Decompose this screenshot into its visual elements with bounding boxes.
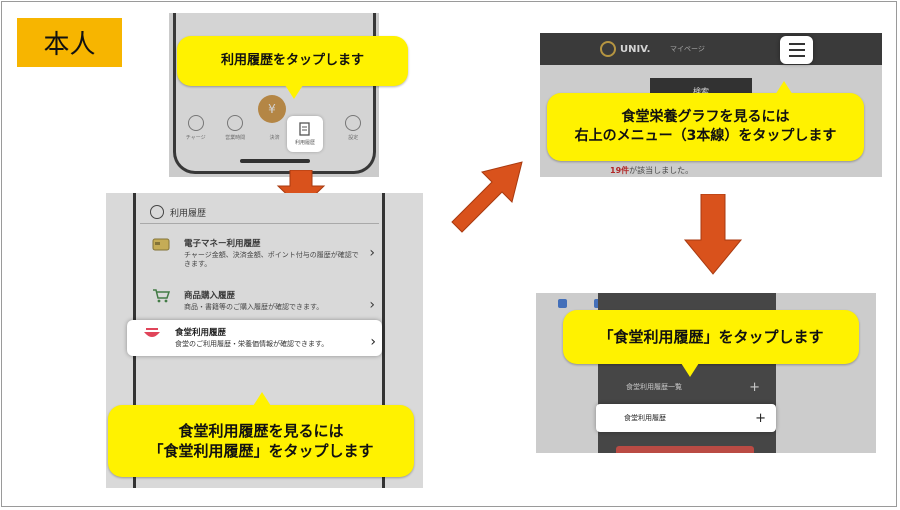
menu-item-label: 食堂利用履歴一覧 [626,383,682,391]
row-purchase-history[interactable]: 商品購入履歴商品・書籍等のご購入履歴が確認できます。 › [142,289,375,313]
callout-tail [681,363,699,377]
history-clock-icon [150,205,164,219]
row-desc: チャージ金額、決済金額、ポイント付与の履歴が確認できます。 [184,251,359,269]
arrow-down-icon [683,194,743,275]
checkbox-icon[interactable] [558,299,567,308]
row-title: 電子マネー利用履歴 [184,239,261,249]
arrow-up-right-icon [451,161,523,233]
menu-item-cafeteria-history[interactable]: 食堂利用履歴 + [596,404,776,432]
callout-text: 食堂利用履歴を見るには [178,421,344,440]
tab-pay[interactable]: 決済 [257,117,291,141]
callout-history: 利用履歴をタップします [177,36,408,99]
home-indicator [240,159,310,163]
mypage-label: マイページ [670,45,705,53]
site-header: UNIV. マイページ [540,33,882,65]
callout-text: 「食堂利用履歴」をタップします [148,442,374,460]
phone-bezel [382,193,385,488]
tab-settings[interactable]: 設定 [336,115,370,141]
callout-text: 食堂栄養グラフを見るには [621,109,790,126]
callout-tail [253,392,271,406]
menu-item-cafeteria-history-list[interactable]: 食堂利用履歴一覧 + [598,373,770,401]
clock-icon [227,115,244,131]
row-cafeteria-history[interactable]: 食堂利用履歴食堂のご利用履歴・栄養価情報が確認できます。 › [127,320,382,356]
plus-circle-icon [187,115,204,131]
user-tag: 本人 [17,18,122,67]
callout-tail [285,85,303,99]
divider [140,223,379,224]
hamburger-menu-button[interactable] [780,36,813,64]
plus-icon: + [749,379,760,395]
red-button[interactable] [616,446,754,453]
tab-hours[interactable]: 営業時間 [218,115,252,141]
result-count-text: が該当しました。 [629,166,694,175]
callout-text: 右上のメニュー（3本線）をタップします [574,128,837,144]
tab-label: 決済 [269,135,280,141]
tab-history[interactable]: 利用履歴 [287,116,323,152]
callout-menu: 食堂栄養グラフを見るには 右上のメニュー（3本線）をタップします [547,81,864,161]
row-emoney-history[interactable]: 電子マネー利用履歴チャージ金額、決済金額、ポイント付与の履歴が確認できます。 › [142,237,375,269]
chevron-right-icon: › [369,297,375,313]
chevron-right-icon: › [369,245,375,261]
receipt-icon [299,122,310,136]
history-header: 利用履歴 [150,205,206,219]
callout-tail [775,81,793,95]
plus-icon: + [755,410,766,426]
chevron-right-icon: › [370,334,376,350]
tab-charge[interactable]: チャージ [179,115,213,141]
row-title: 食堂利用履歴 [175,328,227,338]
logo-text: UNIV. [620,43,651,55]
univcoop-logo: UNIV. [600,41,650,57]
callout-drawer-item: 「食堂利用履歴」をタップします [563,310,859,377]
pay-icon[interactable]: ¥ [258,95,286,123]
callout-text: 「食堂利用履歴」をタップします [598,327,824,346]
callout-text: 利用履歴をタップします [220,53,364,69]
tab-label: 営業時間 [225,135,246,141]
cart-icon [153,289,170,303]
tab-label: 利用履歴 [294,140,315,146]
row-title: 商品購入履歴 [184,291,236,301]
tab-label: チャージ [185,135,206,141]
tab-label: 設定 [348,135,359,141]
menu-item-label: 食堂利用履歴 [624,414,666,422]
callout-cafeteria-history: 食堂利用履歴を見るには 「食堂利用履歴」をタップします [108,392,414,477]
tab-bar: チャージ 営業時間 決済 x 設定 [176,111,373,141]
row-desc: 商品・書籍等のご購入履歴が確認できます。 [184,303,324,311]
gear-icon [345,115,362,131]
result-count-number: 19件 [610,166,630,175]
bowl-icon [144,328,160,337]
row-desc: 食堂のご利用履歴・栄養価情報が確認できます。 [175,340,329,348]
card-icon [152,238,170,251]
result-count: 19件が該当しました。 [610,165,693,176]
header-title: 利用履歴 [170,208,207,219]
logo-ring-icon [600,41,616,57]
